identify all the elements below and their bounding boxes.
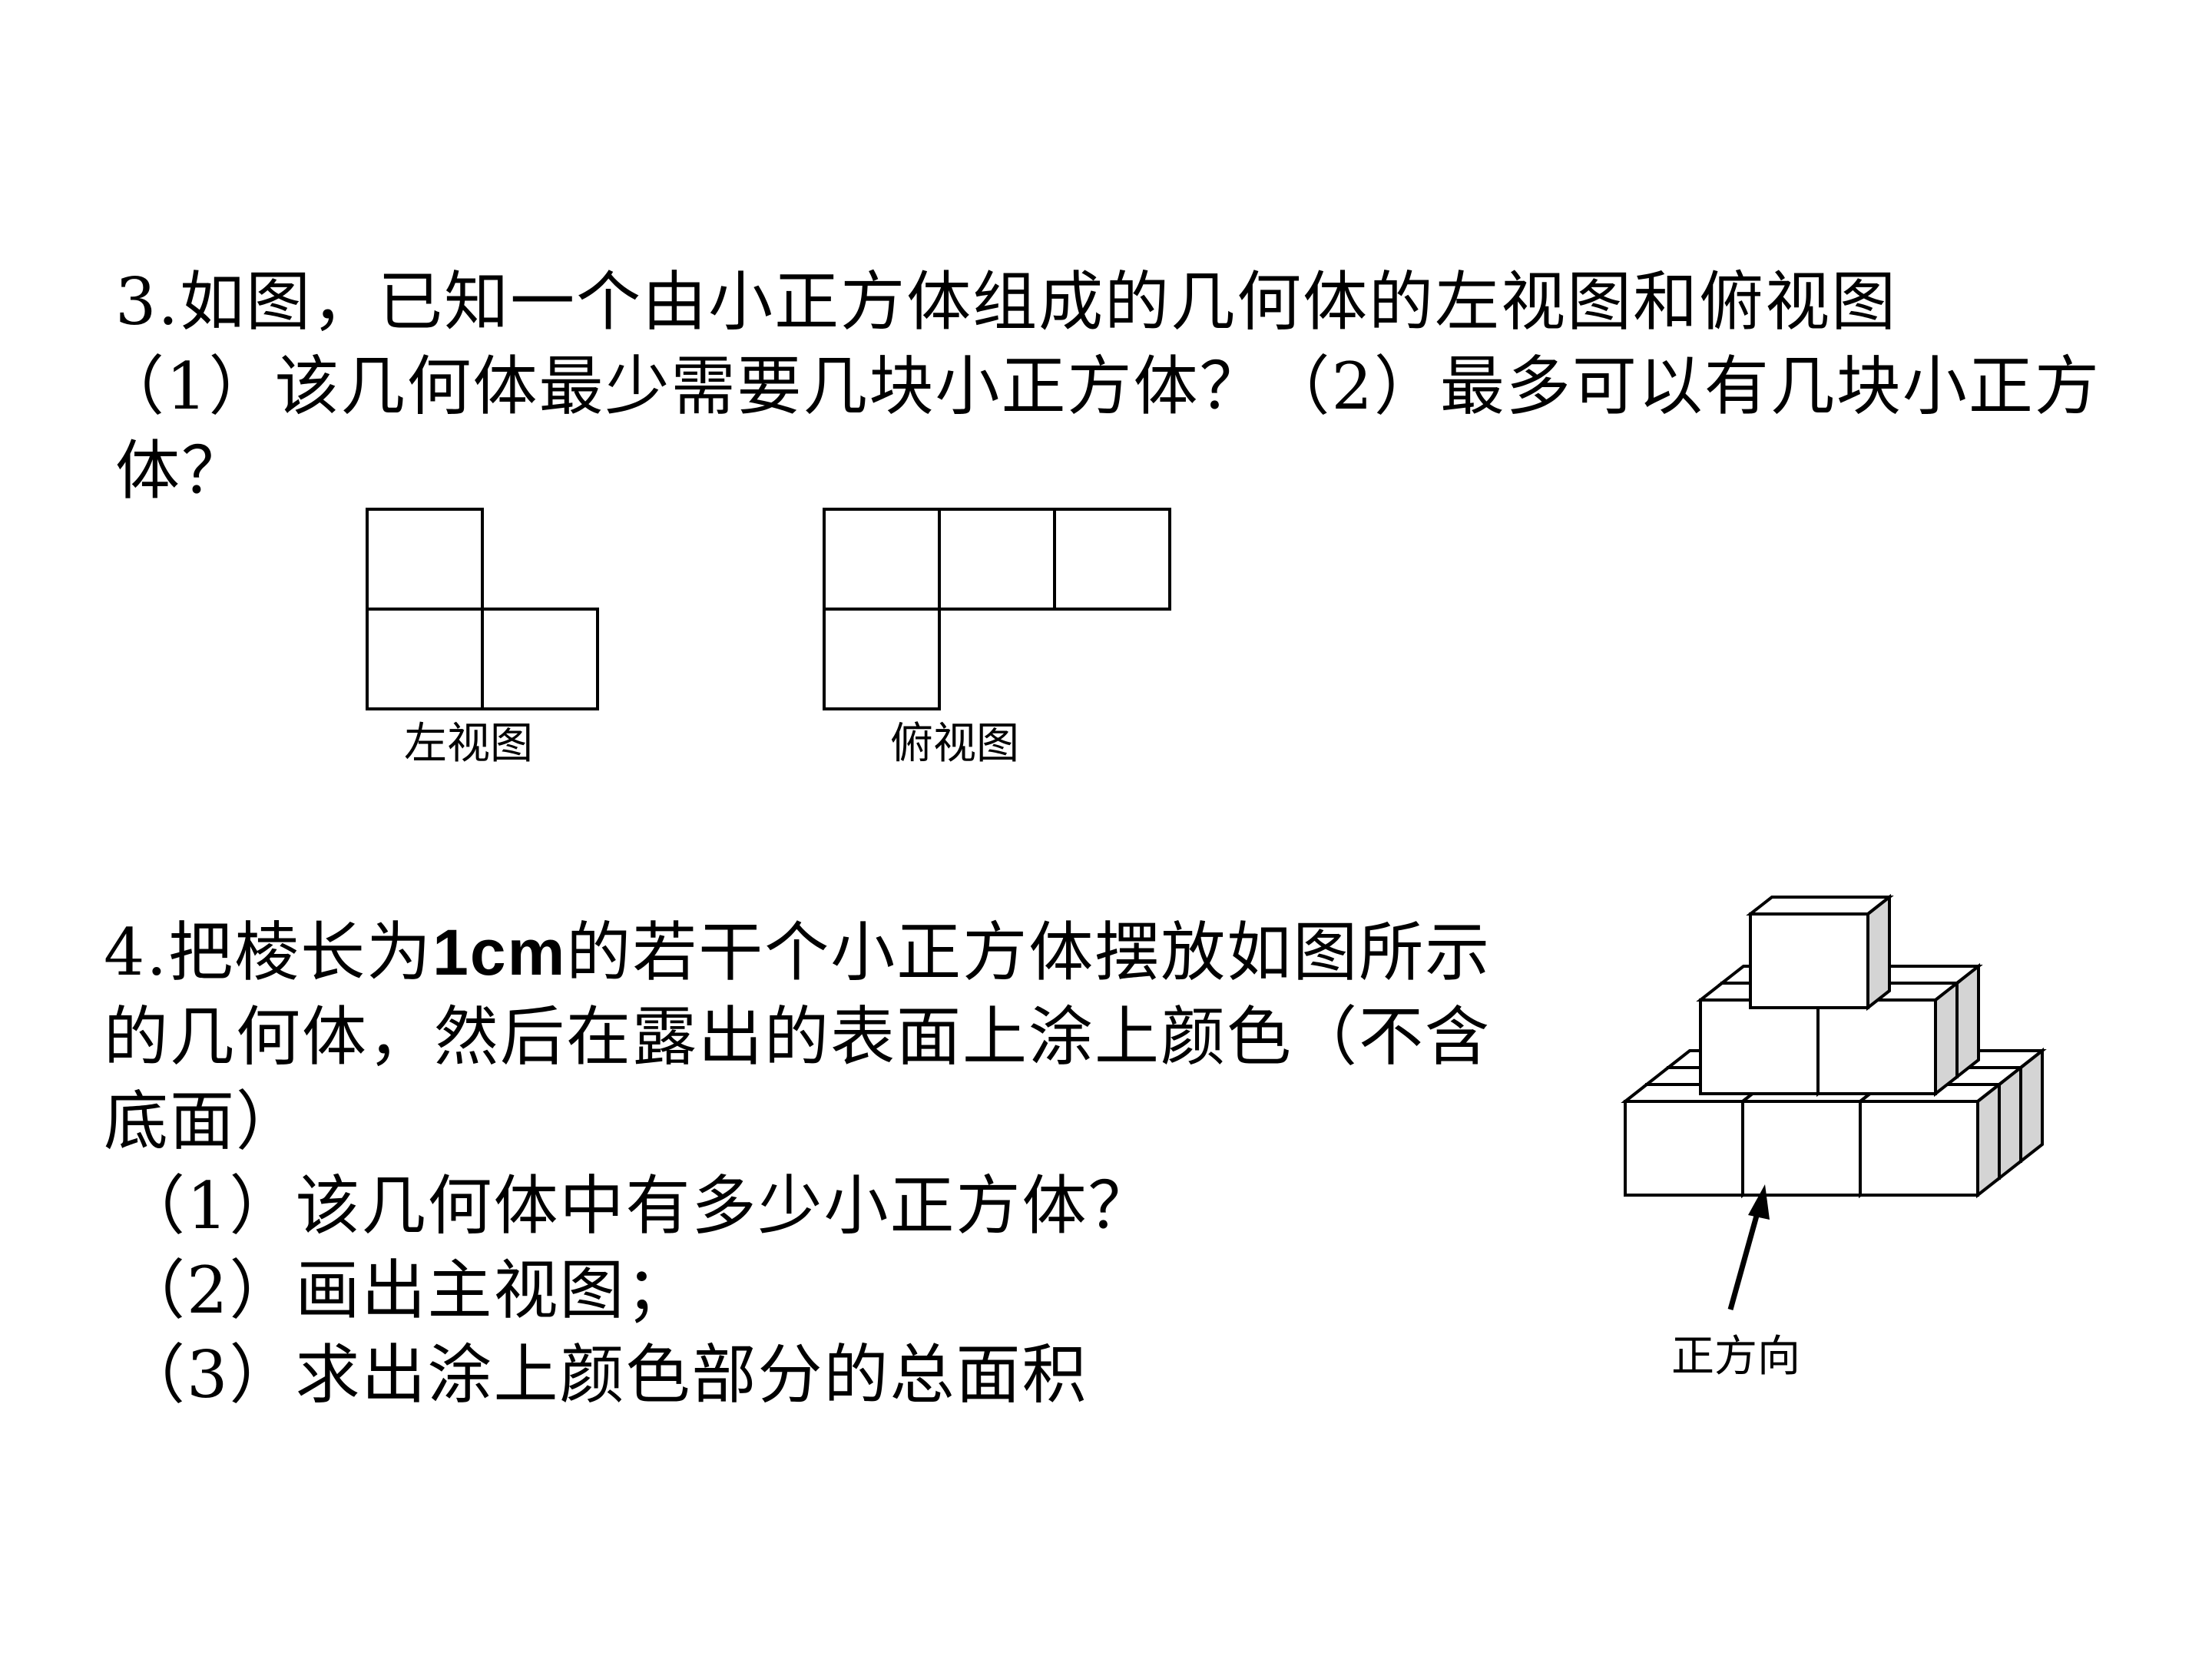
cube-side-face — [1955, 962, 1980, 1081]
problem-4-question-3: （3）求出涂上颜色部分的总面积 — [121, 1337, 1088, 1412]
cube-stack-drawing — [1621, 893, 2047, 1199]
cube-front-face — [1741, 1100, 1862, 1197]
problem-3-line-1: 3.如图，已知一个由小正方体组成的几何体的左视图和俯视图 — [115, 264, 1898, 339]
problem-3-line-2: （1）该几何体最少需要几块小正方体？（2）最多可以有几块小正方 — [100, 349, 2101, 424]
problem-4-question-1: （1）该几何体中有多少小正方体？ — [121, 1168, 1154, 1243]
top-view-grid — [823, 508, 1171, 710]
problem-3-text: 3.如图，已知一个由小正方体组成的几何体的左视图和俯视图 （1）该几何体最少需要… — [100, 260, 2101, 513]
cube-side-face — [2019, 1047, 2044, 1165]
left-view-cell — [366, 508, 484, 611]
arrow-head — [1748, 1184, 1770, 1220]
problem-4-line-1-start: 4.把棱长为 — [104, 915, 433, 990]
problem-4-line-1-end: 的若干个小正方体摆放如图所示 — [566, 915, 1492, 990]
cube-side-face — [1998, 1064, 2022, 1182]
cube-side-face — [1976, 1081, 2001, 1199]
problem-4-text: 4.把棱长为1cm的若干个小正方体摆放如图所示 的几何体，然后在露出的表面上涂上… — [104, 910, 1491, 1417]
cube-front-face — [1816, 998, 1937, 1095]
front-direction-label: 正方向 — [1671, 1332, 1800, 1382]
problem-4-line-2: 的几何体，然后在露出的表面上涂上颜色（不含 — [104, 999, 1492, 1075]
edge-length-value: 1cm — [432, 916, 567, 988]
cube-top-face — [1746, 896, 1894, 916]
cube-side-face — [1934, 979, 1959, 1098]
problem-4-question-2: （2）画出主视图； — [121, 1253, 692, 1328]
cube-front-face — [1859, 1100, 1979, 1197]
front-direction-arrow — [1727, 1184, 1770, 1310]
cube-stack-figure: 正方向 — [1621, 893, 2047, 1382]
left-view-grid — [366, 508, 599, 710]
top-view-figure: 俯视图 — [823, 508, 1171, 769]
cube-front-face — [1624, 1100, 1744, 1197]
problem-3-line-3: 体？ — [115, 433, 248, 508]
top-view-cell — [1053, 508, 1171, 611]
cube-front-face — [1699, 998, 1820, 1095]
cube-side-face — [1866, 893, 1891, 1012]
top-view-caption: 俯视图 — [890, 719, 1019, 769]
left-view-figure: 左视图 — [366, 508, 599, 769]
top-view-cell — [938, 508, 1056, 611]
problem-4-line-1: 4.把棱长为1cm的若干个小正方体摆放如图所示 — [104, 910, 1491, 995]
cube-front-face — [1749, 912, 1869, 1009]
left-view-caption: 左视图 — [404, 719, 533, 769]
left-view-cell — [366, 608, 484, 710]
top-view-cell — [823, 608, 941, 710]
left-view-cell — [481, 608, 599, 710]
problem-4-line-3: 底面） — [104, 1084, 303, 1159]
arrow-shaft — [1727, 1201, 1763, 1310]
top-view-cell — [823, 508, 941, 611]
